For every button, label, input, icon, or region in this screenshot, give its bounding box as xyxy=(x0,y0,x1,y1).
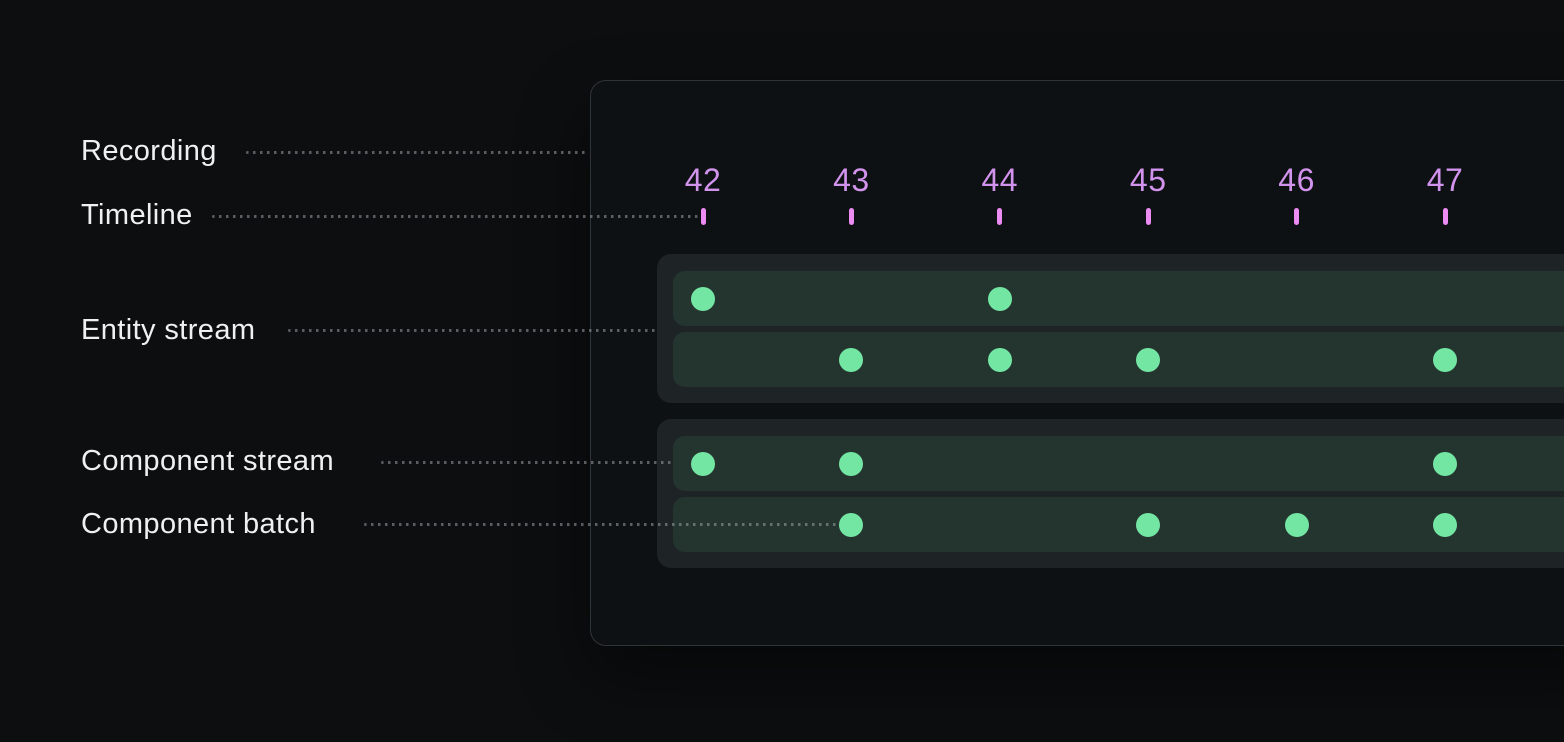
tick-mark-43 xyxy=(848,208,854,225)
label-component-batch: Component batch xyxy=(81,508,316,540)
tick-label-45: 45 xyxy=(1129,162,1167,198)
tick-label-46: 46 xyxy=(1278,162,1315,198)
tick-mark-42 xyxy=(700,208,706,225)
event-dot-entity-row-1-42 xyxy=(691,286,715,311)
entity-stream-row-1 xyxy=(673,271,1564,326)
event-dot-entity-row-2-47 xyxy=(1433,347,1457,372)
event-dot-component-batch-43 xyxy=(839,512,864,537)
event-dot-entity-row-2-43 xyxy=(839,347,864,372)
event-dot-component-batch-45 xyxy=(1136,512,1161,537)
event-dot-entity-row-2-44 xyxy=(987,347,1012,372)
event-dot-entity-row-1-44 xyxy=(987,286,1012,311)
label-timeline: Timeline xyxy=(81,199,193,231)
event-dot-component-batch-46 xyxy=(1284,512,1309,537)
tick-mark-47 xyxy=(1442,208,1448,225)
entity-stream-row-2 xyxy=(673,332,1564,387)
tick-label-42: 42 xyxy=(684,162,722,198)
label-component-stream: Component stream xyxy=(81,445,335,477)
event-dot-component-stream-43 xyxy=(839,451,864,476)
leader-component-stream xyxy=(381,461,671,464)
label-entity-stream: Entity stream xyxy=(81,314,256,346)
event-dot-entity-row-2-45 xyxy=(1136,347,1161,372)
component-stream-row xyxy=(673,436,1564,491)
tick-label-43: 43 xyxy=(833,162,870,198)
leader-timeline xyxy=(212,215,698,218)
event-dot-component-stream-42 xyxy=(691,451,715,476)
tick-label-47: 47 xyxy=(1426,162,1464,198)
leader-entity-stream xyxy=(288,329,656,332)
tick-mark-45 xyxy=(1145,208,1151,225)
label-recording: Recording xyxy=(81,135,217,167)
leader-recording xyxy=(246,151,589,154)
tick-label-44: 44 xyxy=(981,162,1019,198)
leader-component-batch xyxy=(364,523,839,526)
event-dot-component-stream-47 xyxy=(1433,451,1457,476)
event-dot-component-batch-47 xyxy=(1433,512,1457,537)
tick-mark-46 xyxy=(1294,208,1300,225)
tick-mark-44 xyxy=(997,208,1003,225)
